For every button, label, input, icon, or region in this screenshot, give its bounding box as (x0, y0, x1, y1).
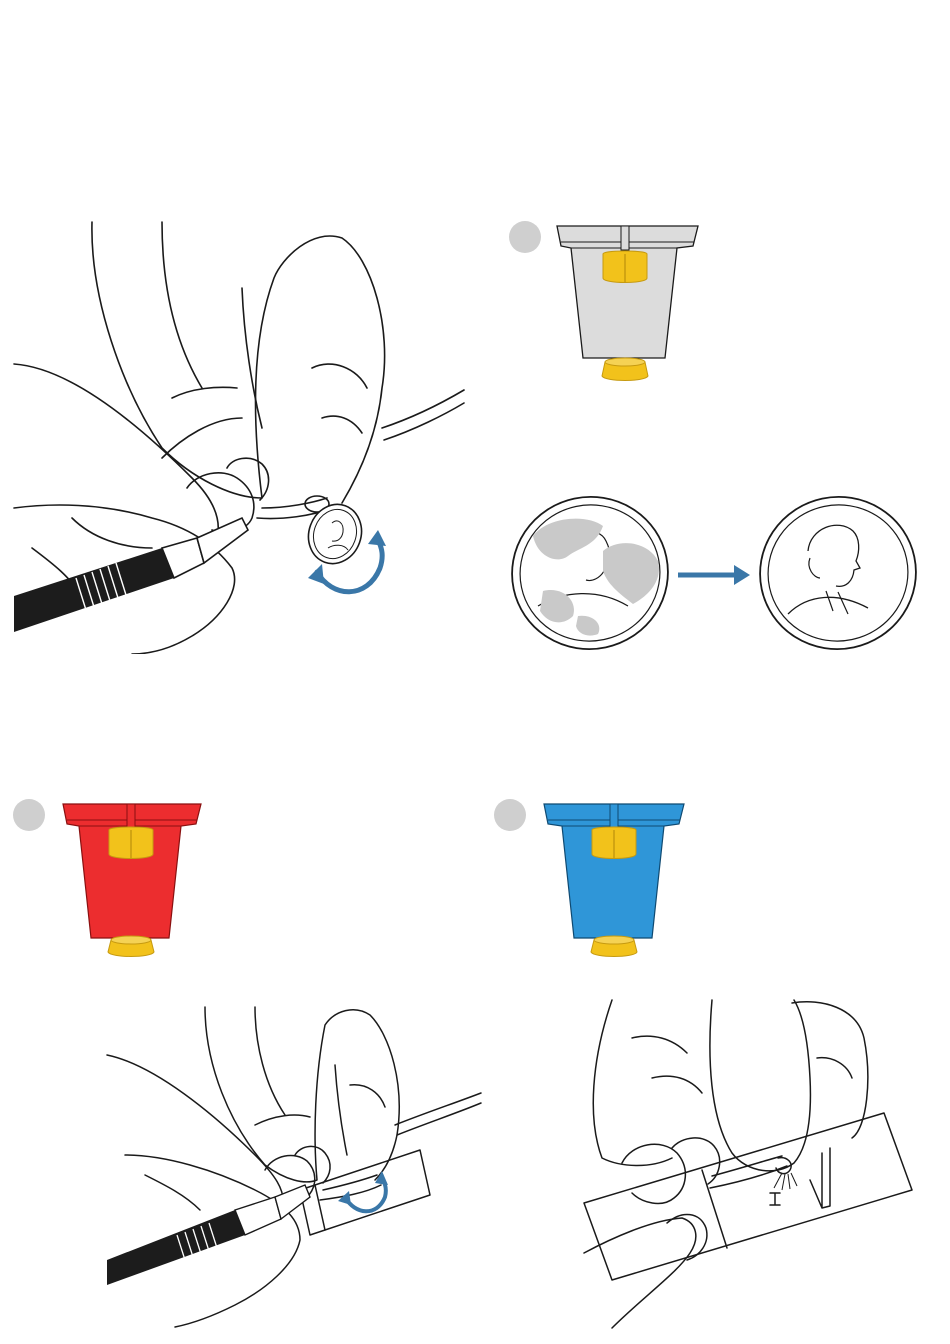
panel-polish-coin (12, 218, 467, 654)
right-arrow-icon (678, 565, 750, 585)
rotary-tool-icon (14, 518, 248, 632)
strip-icon (300, 1150, 430, 1235)
panel-blue-tip (542, 800, 687, 960)
polishing-tip-icon (555, 222, 700, 382)
panel-red-tip (61, 800, 206, 960)
hand-icon (14, 364, 218, 538)
step-dot (13, 799, 45, 831)
clean-coin-icon (746, 496, 923, 656)
hand-icon (107, 1055, 283, 1205)
strip-icon (584, 1113, 912, 1280)
hand-icon (205, 1007, 399, 1182)
hand-icon (593, 1000, 672, 1166)
step-dot (509, 221, 541, 253)
rotary-tool-icon (107, 1185, 310, 1285)
step-dot (494, 799, 526, 831)
panel-grey-tip (555, 222, 700, 382)
polishing-tip-icon (542, 800, 687, 960)
panel-polish-strip (105, 1005, 485, 1335)
polish-coin-illustration (12, 218, 467, 654)
panel-coin-before-after (508, 496, 923, 656)
polishing-tip-icon (61, 800, 206, 960)
panel-polish-strip-closeup (582, 998, 922, 1333)
tarnished-coin-icon (508, 496, 682, 656)
hand-icon (92, 222, 385, 503)
coin-icon (300, 497, 369, 571)
